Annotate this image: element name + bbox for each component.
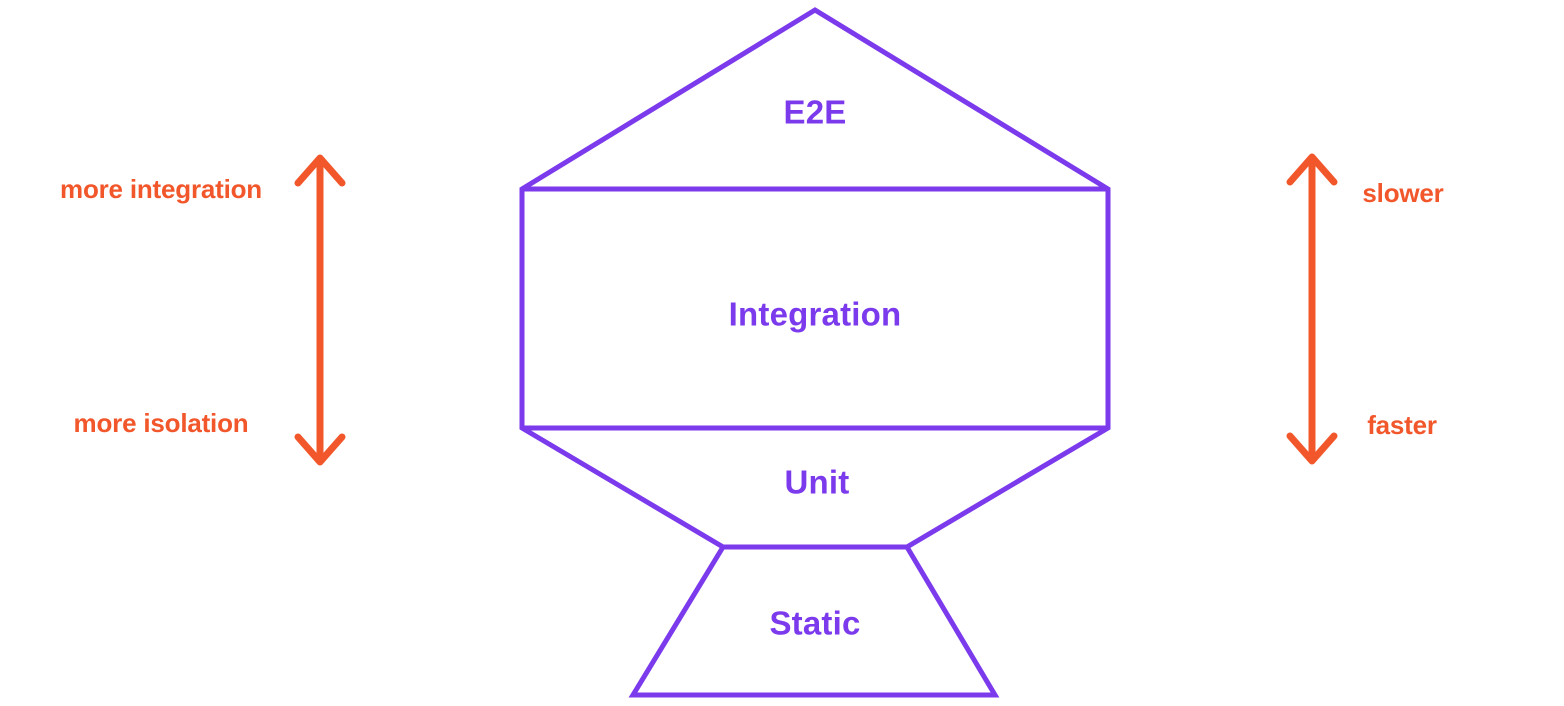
level-label-integration: Integration — [728, 295, 902, 333]
right-scale-top-label: slower — [1362, 178, 1444, 208]
level-label-static: Static — [769, 604, 861, 642]
left-scale-bottom-label: more isolation — [73, 408, 249, 438]
right-double-arrow-icon — [1286, 153, 1338, 465]
right-scale-bottom-label: faster — [1367, 410, 1437, 440]
level-label-e2e: E2E — [783, 93, 847, 131]
left-double-arrow-icon — [294, 154, 346, 466]
level-label-unit: Unit — [784, 463, 850, 501]
trophy-outline — [519, 7, 1111, 698]
left-scale-top-label: more integration — [60, 174, 262, 204]
